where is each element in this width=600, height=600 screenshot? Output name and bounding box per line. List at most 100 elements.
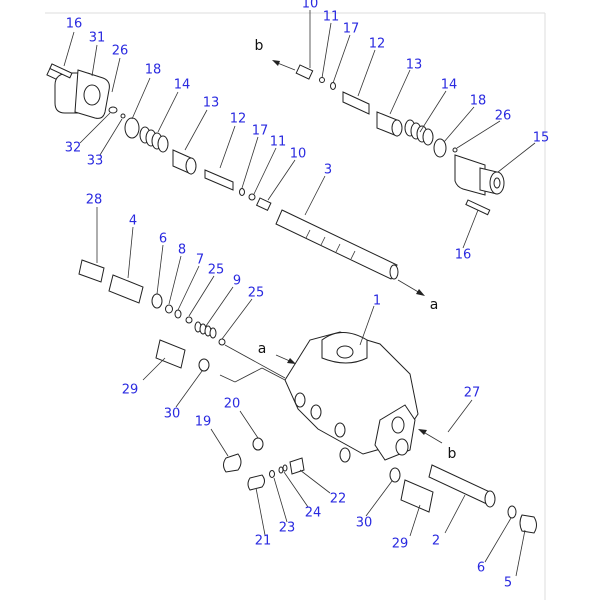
part-label-33: 33 [86, 153, 104, 169]
plug-19 [223, 453, 242, 473]
retainer-13b [376, 111, 403, 137]
part-label-5: 5 [503, 575, 513, 591]
part-label-16: 16 [454, 247, 472, 263]
part-label-2: 2 [431, 533, 441, 549]
part-label-4: 4 [128, 213, 138, 229]
relief-valve-29b [400, 479, 434, 513]
oring-6b [507, 505, 517, 519]
ring-26b [452, 147, 458, 153]
spring-14a [139, 126, 169, 153]
part-label-3: 3 [323, 162, 333, 178]
direction-marker-b: b [254, 38, 264, 54]
piece-10a [255, 197, 272, 211]
part-label-7: 7 [195, 252, 205, 268]
ring-25a [185, 316, 193, 324]
part-label-25: 25 [247, 285, 265, 301]
arrow-b-body-head [418, 429, 427, 435]
part-label-31: 31 [88, 30, 106, 46]
stopper-12b [342, 91, 370, 115]
oring-20 [252, 437, 264, 451]
part-label-15: 15 [532, 130, 550, 146]
part-label-10: 10 [301, 0, 319, 12]
leader-lines [63, 10, 536, 577]
part-label-28: 28 [85, 192, 103, 208]
part-label-6: 6 [476, 560, 486, 576]
spring-14b [404, 119, 434, 146]
arrow-b-head [272, 60, 280, 66]
oring-18b [433, 138, 447, 158]
oring-18a [124, 117, 140, 139]
part-label-8: 8 [177, 242, 187, 258]
part-label-19: 19 [194, 414, 212, 430]
part-label-29: 29 [121, 382, 139, 398]
ring-17b [330, 82, 336, 90]
direction-marker-a: a [257, 341, 267, 357]
part-label-30: 30 [355, 515, 373, 531]
part-label-17: 17 [342, 21, 360, 37]
part-label-25: 25 [207, 262, 225, 278]
plug-5 [519, 514, 537, 534]
plug-32 [108, 106, 118, 114]
part-label-12: 12 [368, 36, 386, 52]
direction-marker-b: b [447, 446, 457, 462]
plug-28 [78, 259, 105, 283]
cover-31 [46, 63, 110, 119]
ring-17a [239, 188, 245, 196]
part-label-21: 21 [254, 533, 272, 549]
arrow-a-head [416, 289, 425, 296]
part-label-29: 29 [391, 536, 409, 552]
part-label-22: 22 [329, 491, 347, 507]
bolt-16b [465, 199, 491, 216]
piece-10b [295, 64, 314, 80]
ring-7 [174, 309, 182, 319]
bolt-16a [49, 63, 73, 79]
ring-23 [269, 470, 275, 478]
part-label-18: 18 [469, 93, 487, 109]
part-label-9: 9 [232, 273, 242, 289]
arrow-a-line [397, 279, 421, 294]
part-label-14: 14 [173, 77, 191, 93]
part-label-12: 12 [229, 111, 247, 127]
part-label-18: 18 [144, 62, 162, 78]
relief-valve-29a [155, 339, 186, 369]
part-label-13: 13 [405, 57, 423, 73]
part-label-26: 26 [111, 43, 129, 59]
cover-15 [454, 154, 505, 196]
part-label-16: 16 [65, 16, 83, 32]
retainer-13a [172, 149, 197, 175]
part-label-32: 32 [64, 140, 82, 156]
part-label-26: 26 [494, 108, 512, 124]
arrow-a-body-head [287, 358, 296, 364]
part-label-30: 30 [163, 406, 181, 422]
spring-9 [194, 321, 217, 339]
part-label-24: 24 [304, 505, 322, 521]
part-label-23: 23 [278, 520, 296, 536]
stopper-12a [204, 169, 234, 191]
ring-6a [151, 293, 163, 309]
ring-25b [218, 338, 226, 346]
part-label-6: 6 [158, 231, 168, 247]
spring-24 [278, 464, 288, 474]
direction-marker-a: a [429, 297, 439, 313]
oring-30a [198, 358, 210, 372]
ring-11a [248, 193, 256, 201]
ring-33 [120, 113, 126, 119]
valve-4 [108, 274, 144, 304]
part-label-14: 14 [440, 77, 458, 93]
part-label-11: 11 [322, 9, 340, 25]
spool-3 [275, 209, 399, 280]
part-label-17: 17 [251, 123, 269, 139]
oring-30b [389, 467, 401, 483]
valve-body-1 [284, 331, 419, 463]
part-label-27: 27 [463, 385, 481, 401]
part-label-1: 1 [372, 293, 382, 309]
part-label-20: 20 [223, 396, 241, 412]
part-label-11: 11 [269, 134, 287, 150]
part-label-10: 10 [289, 146, 307, 162]
ring-8 [165, 304, 173, 314]
part-label-13: 13 [202, 95, 220, 111]
valve-2 [428, 464, 496, 508]
plug-21 [247, 474, 265, 491]
